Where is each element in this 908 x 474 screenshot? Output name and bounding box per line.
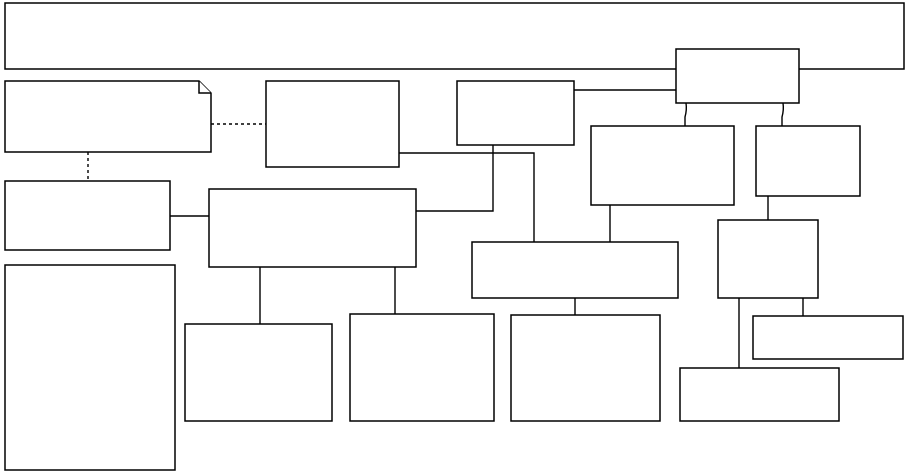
box-right-b — [755, 125, 861, 197]
connector — [416, 145, 494, 212]
connector — [781, 102, 785, 126]
box-upper-center — [265, 80, 400, 168]
box-bottom-2 — [349, 313, 495, 422]
box-right-c — [717, 219, 819, 299]
box-right-a — [590, 125, 735, 206]
note-box — [4, 80, 212, 153]
note-fold-icon — [198, 81, 211, 94]
box-center-top — [456, 80, 575, 146]
box-bottom-3 — [510, 314, 661, 422]
connector — [684, 102, 688, 126]
box-center-wide — [208, 188, 417, 268]
box-bottom-right-wide — [679, 367, 840, 422]
connector — [399, 152, 535, 242]
box-top-right — [675, 48, 800, 104]
boxes — [4, 2, 905, 471]
box-right-bottom-thin — [752, 315, 904, 360]
box-bottom-1 — [184, 323, 333, 422]
connectors — [87, 89, 804, 368]
left-middle-box — [4, 180, 171, 251]
left-tall-box — [4, 264, 176, 471]
box-center-right-wide — [471, 241, 679, 299]
